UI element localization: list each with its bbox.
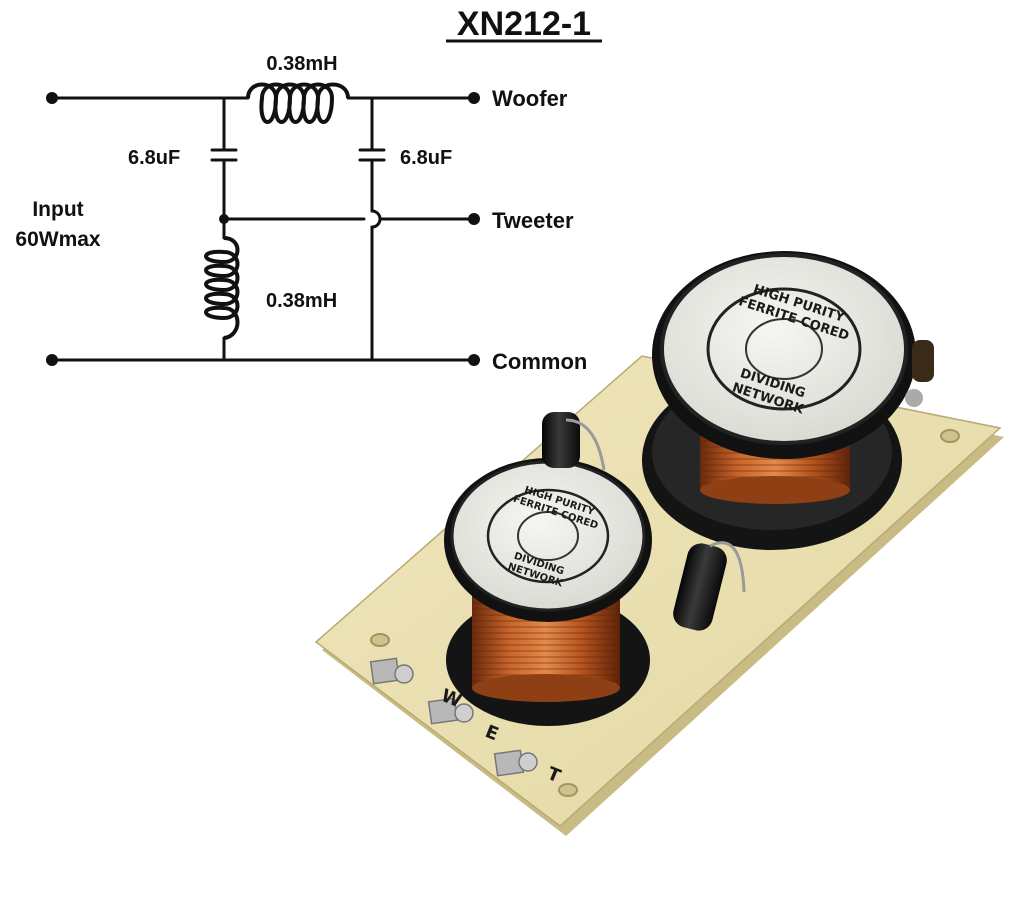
capacitor-right-edge <box>905 340 934 407</box>
cap-left-label: 6.8uF <box>128 147 180 169</box>
series-inductor-symbol <box>246 82 350 124</box>
input-terminal-bottom <box>46 354 58 366</box>
common-label: Common <box>492 349 587 374</box>
input-terminal-top <box>46 92 58 104</box>
shunt-inductor-symbol <box>204 236 240 340</box>
terminal-common <box>427 697 474 725</box>
tweeter-terminal <box>468 213 480 225</box>
capacitor-upper <box>542 412 606 471</box>
large-coil-label-disc <box>660 253 908 445</box>
terminal-tweeter <box>493 749 538 777</box>
capacitor-lower <box>673 541 746 631</box>
terminal-woofer <box>369 657 414 685</box>
title-group: XN212-1 <box>446 5 602 43</box>
woofer-label: Woofer <box>492 86 568 111</box>
cap-right-label: 6.8uF <box>400 147 452 169</box>
input-rating-label: 60Wmax <box>15 228 101 251</box>
woofer-terminal <box>468 92 480 104</box>
tweeter-label: Tweeter <box>492 208 574 233</box>
diagram-title: XN212-1 <box>457 5 591 43</box>
common-terminal <box>468 354 480 366</box>
small-coil-label-disc <box>450 460 646 612</box>
input-label: Input <box>32 198 83 221</box>
crossover-board-photo: HIGH PURITY FERRITE CORED DIVIDING NETWO… <box>314 251 1004 836</box>
schematic: 0.38mH 6.8uF 0.38mH 6.8uF Input 6 <box>15 53 587 374</box>
shunt-inductor-label: 0.38mH <box>266 290 337 312</box>
series-inductor-label: 0.38mH <box>266 53 337 75</box>
mounting-holes <box>370 429 960 797</box>
